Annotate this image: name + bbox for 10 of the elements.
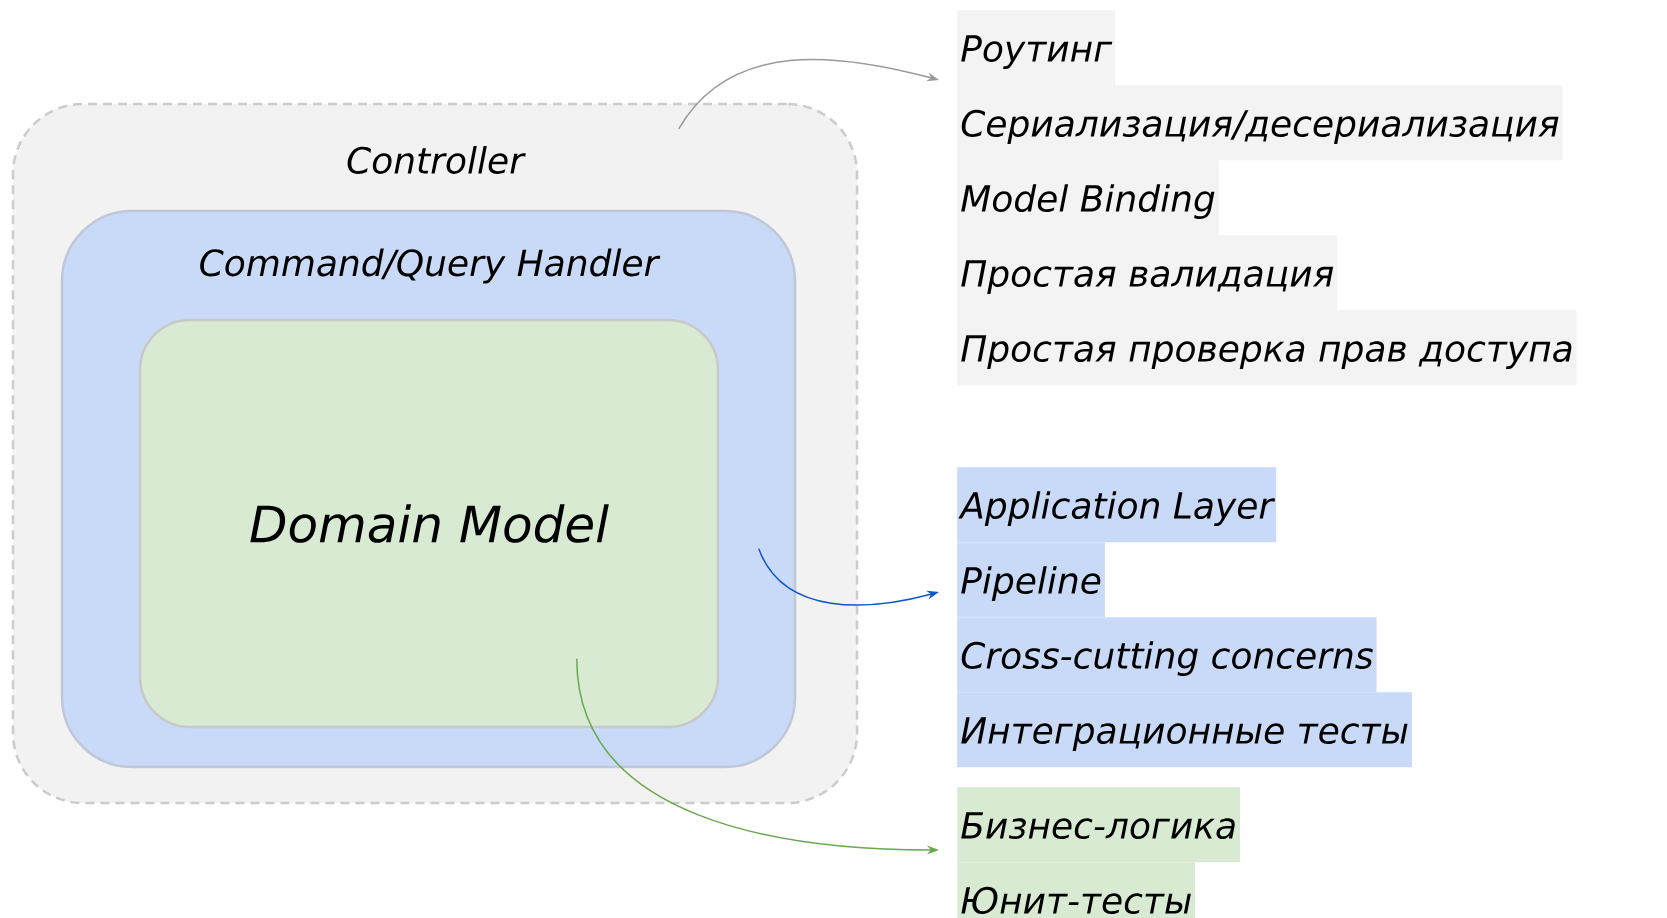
highlighted-text: Простая проверка прав доступа — [957, 310, 1577, 386]
highlighted-text: Интеграционные тесты — [957, 692, 1412, 768]
highlighted-text: Роутинг — [957, 10, 1116, 86]
highlighted-text: Model Binding — [957, 160, 1219, 236]
highlighted-text: Pipeline — [957, 542, 1105, 618]
layer-box: Domain Model — [138, 318, 720, 729]
highlighted-text: Бизнес-логика — [957, 787, 1241, 863]
highlighted-text: Простая валидация — [957, 235, 1338, 311]
highlighted-text: Юнит-тесты — [957, 862, 1196, 918]
node-label: Бизнес-логика — [961, 812, 1235, 840]
